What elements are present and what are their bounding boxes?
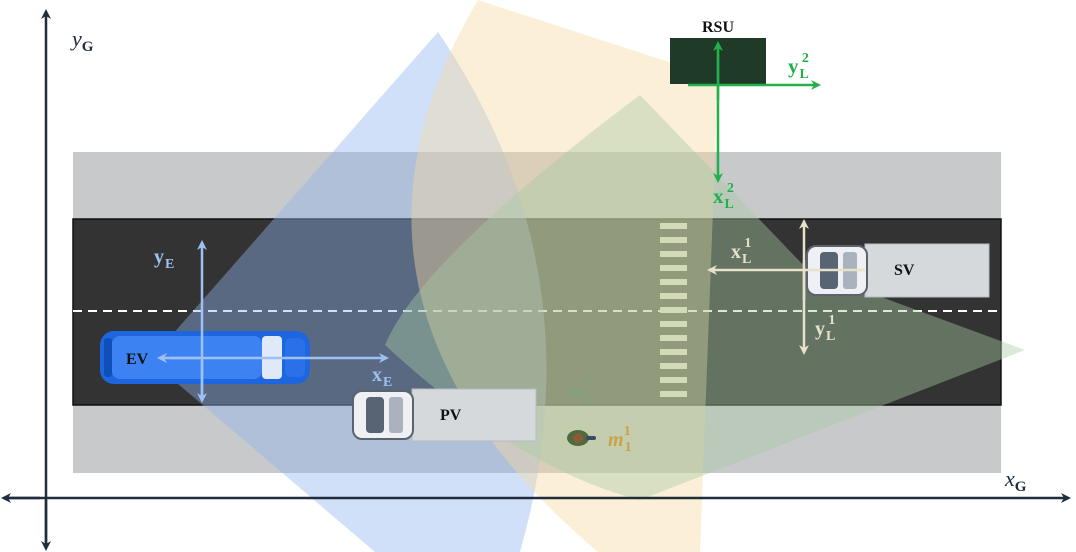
sv-y-axis-label: yL1: [815, 313, 835, 344]
pedestrian-icon: [567, 430, 596, 446]
ev-x-axis-label: xE: [372, 364, 392, 390]
rsu-label: RSU: [702, 19, 734, 36]
measurement-m2-label: m21: [568, 376, 592, 407]
crosswalk: [660, 223, 687, 397]
parked-vehicle: [352, 388, 537, 442]
sidewalk-top: [73, 152, 1001, 219]
ego-vehicle-label: EV: [126, 351, 149, 368]
global-x-axis-label: xG: [1004, 466, 1027, 495]
ev-y-axis-label: yE: [154, 246, 174, 272]
sv-x-axis-label: xL1: [731, 236, 751, 267]
global-y-axis-label: yG: [70, 26, 94, 55]
sidewalk-bottom: [73, 405, 1001, 473]
rsu-x-axis-label: xL2: [713, 181, 734, 212]
sv-field-of-view: [385, 95, 1025, 500]
rsu-y-axis-label: yL2: [788, 51, 809, 82]
sensor-vehicle-label: SV: [894, 262, 915, 279]
measurement-m1-label: m11: [608, 424, 632, 455]
parked-vehicle-label: PV: [440, 407, 462, 424]
